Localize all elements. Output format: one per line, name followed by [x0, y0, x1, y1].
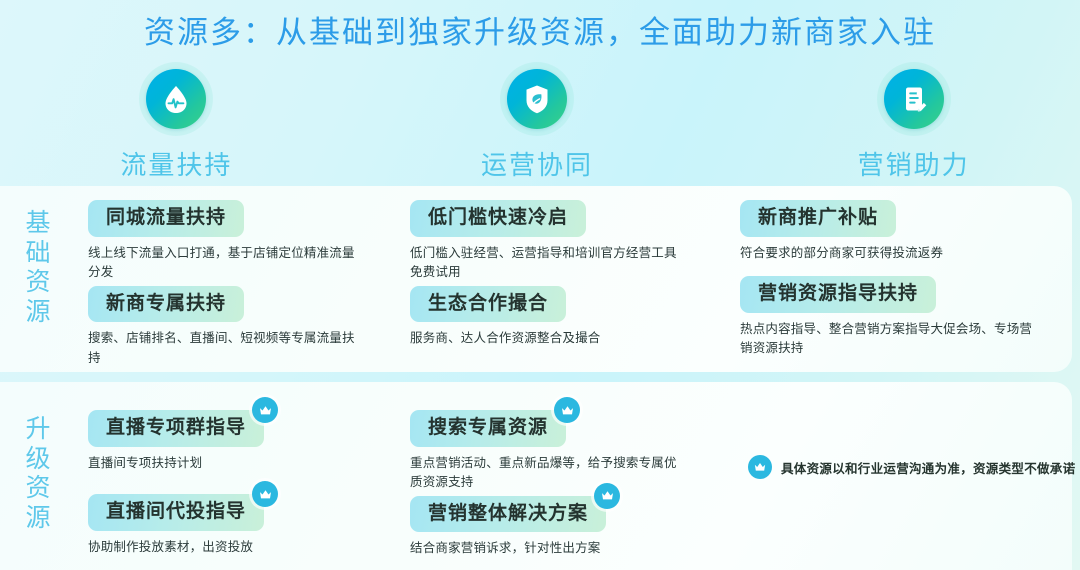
resource-title[interactable]: 同城流量扶持 — [88, 200, 245, 237]
section-upgrade-resources: 升 级 资 源 直播专项群指导 直播间专项扶持计划 直播间代投指导 — [0, 382, 1072, 570]
resource-title[interactable]: 营销资源指导扶持 — [740, 276, 937, 313]
icon-halo — [139, 62, 214, 136]
resource-description: 热点内容指导、整合营销方案指导大促会场、专场营销资源扶持 — [740, 320, 1033, 356]
resource-pill-wrap: 生态合作撮合 — [410, 285, 567, 323]
resource-description: 结合商家营销诉求，针对性出方案 — [410, 540, 601, 556]
side-label-char: 资 — [25, 267, 51, 296]
category-label: 流量扶持 — [120, 151, 233, 181]
resource-title[interactable]: 低门槛快速冷启 — [410, 200, 587, 237]
category-traffic-support: 流量扶持 — [0, 62, 343, 182]
side-label-char: 资 — [25, 473, 51, 502]
upgrade-columns: 直播专项群指导 直播间专项扶持计划 直播间代投指导 — [88, 382, 1064, 570]
icon-halo — [876, 62, 951, 136]
resource-item[interactable]: 直播专项群指导 直播间专项扶持计划 — [88, 397, 410, 472]
category-icon-row: 流量扶持 运营协同 — [0, 62, 1080, 182]
page-header: 资源多：从基础到独家升级资源，全面助力新商家入驻 — [0, 0, 1080, 58]
category-label: 运营协同 — [481, 151, 594, 181]
resource-title[interactable]: 直播间代投指导 — [88, 494, 265, 531]
resource-description: 协助制作投放素材，出资投放 — [88, 538, 254, 554]
basic-columns: 同城流量扶持 线上线下流量入口打通，基于店铺定位精准流量分发 新商专属扶持 搜索… — [88, 186, 1064, 372]
resource-pill-wrap: 营销整体解决方案 — [410, 482, 621, 533]
side-label-char: 基 — [25, 208, 51, 237]
resource-item[interactable]: 搜索专属资源 重点营销活动、重点新品爆等，给予搜索专属优质资源支持 — [410, 397, 740, 492]
section-label-basic: 基 础 资 源 — [18, 208, 58, 326]
resource-title[interactable]: 新商专属扶持 — [88, 285, 245, 323]
water-drop-pulse-icon — [146, 69, 207, 129]
crown-icon — [252, 481, 279, 508]
resource-item[interactable]: 低门槛快速冷启 低门槛入驻经营、运营指导和培训官方经营工具免费试用 — [410, 200, 740, 282]
resource-pill-wrap: 新商推广补贴 — [740, 200, 897, 237]
crown-icon — [554, 397, 581, 423]
resource-title[interactable]: 直播专项群指导 — [88, 410, 265, 447]
resource-pill-wrap: 直播间代投指导 — [88, 481, 279, 531]
resource-item[interactable]: 同城流量扶持 线上线下流量入口打通，基于店铺定位精准流量分发 — [88, 200, 410, 282]
resource-description: 服务商、达人合作资源整合及撮合 — [410, 330, 601, 346]
side-label-char: 源 — [25, 296, 51, 326]
column-live-streaming: 直播专项群指导 直播间专项扶持计划 直播间代投指导 — [88, 382, 410, 570]
resource-title[interactable]: 营销整体解决方案 — [410, 495, 607, 533]
category-label: 营销助力 — [857, 151, 970, 181]
crown-icon — [748, 455, 772, 479]
resource-item[interactable]: 新商推广补贴 符合要求的部分商家可获得投流返券 — [740, 200, 1064, 262]
resource-description: 搜索、店铺排名、直播间、短视频等专属流量扶持 — [88, 330, 355, 365]
resource-pill-wrap: 低门槛快速冷启 — [410, 200, 587, 237]
category-operations-collaboration: 运营协同 — [343, 62, 704, 182]
column-traffic-support: 同城流量扶持 线上线下流量入口打通，基于店铺定位精准流量分发 新商专属扶持 搜索… — [88, 186, 410, 372]
resource-item[interactable]: 生态合作撮合 服务商、达人合作资源整合及撮合 — [410, 285, 740, 348]
side-label-char: 源 — [25, 502, 51, 532]
resource-title[interactable]: 生态合作撮合 — [410, 285, 567, 323]
resource-item[interactable]: 营销整体解决方案 结合商家营销诉求，针对性出方案 — [410, 482, 740, 558]
resource-pill-wrap: 营销资源指导扶持 — [740, 276, 937, 313]
column-search-resources: 搜索专属资源 重点营销活动、重点新品爆等，给予搜索专属优质资源支持 营销整体解决… — [410, 382, 740, 570]
resource-pill-wrap: 搜索专属资源 — [410, 397, 581, 447]
resource-description: 符合要求的部分商家可获得投流返券 — [740, 244, 944, 260]
resource-pill-wrap: 新商专属扶持 — [88, 285, 245, 323]
resource-title[interactable]: 新商推广补贴 — [740, 200, 897, 237]
side-label-char: 升 — [25, 414, 51, 443]
resource-description: 直播间专项扶持计划 — [88, 454, 203, 470]
crown-icon — [594, 482, 621, 509]
resource-pill-wrap: 直播专项群指导 — [88, 397, 279, 447]
crown-icon — [252, 397, 279, 423]
section-label-upgrade: 升 级 资 源 — [18, 414, 58, 532]
column-marketing: 新商推广补贴 符合要求的部分商家可获得投流返券 营销资源指导扶持 热点内容指导、… — [740, 186, 1064, 372]
footnote-text: 具体资源以和行业运营沟通为准，资源类型不做承诺 — [781, 460, 1076, 476]
resource-description: 低门槛入驻经营、运营指导和培训官方经营工具免费试用 — [410, 244, 677, 280]
side-label-char: 级 — [25, 443, 51, 473]
category-marketing-boost: 营销助力 — [703, 62, 1080, 182]
column-operations: 低门槛快速冷启 低门槛入驻经营、运营指导和培训官方经营工具免费试用 生态合作撮合… — [410, 186, 740, 372]
resource-title[interactable]: 搜索专属资源 — [410, 410, 567, 447]
shield-leaf-icon — [507, 69, 567, 129]
icon-halo — [500, 62, 574, 136]
resource-description: 重点营销活动、重点新品爆等，给予搜索专属优质资源支持 — [410, 454, 677, 490]
resource-description: 线上线下流量入口打通，基于店铺定位精准流量分发 — [88, 244, 355, 280]
footnote: 具体资源以和行业运营沟通为准，资源类型不做承诺 — [748, 455, 1075, 479]
resource-pill-wrap: 同城流量扶持 — [88, 200, 245, 237]
page-title: 资源多：从基础到独家升级资源，全面助力新商家入驻 — [144, 14, 936, 51]
resource-item[interactable]: 直播间代投指导 协助制作投放素材，出资投放 — [88, 481, 410, 556]
section-basic-resources: 基 础 资 源 同城流量扶持 线上线下流量入口打通，基于店铺定位精准流量分发 新… — [0, 186, 1072, 372]
resource-item[interactable]: 营销资源指导扶持 热点内容指导、整合营销方案指导大促会场、专场营销资源扶持 — [740, 276, 1064, 358]
side-label-char: 础 — [25, 237, 51, 267]
document-pen-icon — [883, 69, 944, 129]
resource-item[interactable]: 新商专属扶持 搜索、店铺排名、直播间、短视频等专属流量扶持 — [88, 285, 410, 368]
